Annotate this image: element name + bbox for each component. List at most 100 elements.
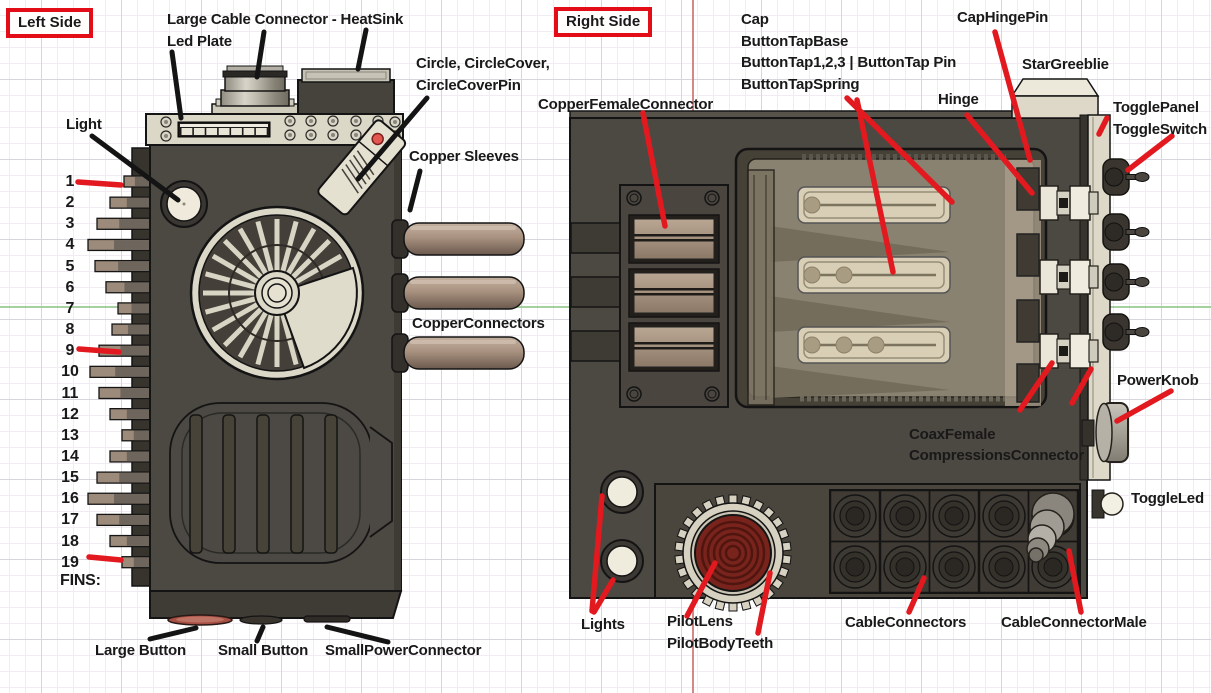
label-toggle-panel: TogglePanel [1113,99,1199,116]
red-leader-line [1125,133,1175,173]
label-copper-connectors: CopperConnectors [412,315,545,332]
label-cap: Cap [741,11,769,28]
label-large-cable-connector-heatsink: Large Cable Connector - HeatSink [167,11,404,28]
button-tap-pin [803,266,821,284]
right-side-tag: Right Side [554,7,653,37]
button-tap-pin [835,266,853,284]
red-leader-lines [75,29,1175,636]
label-coax-female: CoaxFemale [909,426,996,443]
toggle-led [1100,492,1124,516]
wheel-spoke [211,299,263,333]
fin-number-16: 16 [61,490,79,508]
red-leader-line [86,554,124,563]
coax-female-1 [1039,185,1059,221]
black-leader-line [147,625,199,642]
hinge-block [1016,299,1040,343]
button-taps [797,186,951,364]
black-leader-line [324,624,391,645]
label-large-button: Large Button [95,642,186,659]
wheel-spoke [211,253,263,287]
circle-cover-pin [371,132,384,146]
left-bottom-band [149,590,403,619]
led-segment [181,128,193,135]
label-light: Light [66,116,102,133]
wheel-spoke [279,309,299,366]
red-leader-line [591,577,616,615]
led-segment [193,128,205,135]
fin-inner [126,409,150,419]
fin-number-19: 19 [61,553,79,571]
black-leader-lines [89,27,430,645]
wheel-spoke [283,227,317,279]
bolt-center [164,134,168,138]
fin-number-10: 10 [61,363,79,381]
bolt-center [288,133,292,137]
toggle-lever [1134,327,1150,337]
label-toggle-led: ToggleLed [1131,490,1204,507]
fin-number-6: 6 [65,278,75,296]
fin-number-13: 13 [61,426,79,444]
label-circle-group: Circle, CircleCover, CircleCoverPin [416,53,550,97]
button-tap-pin [803,196,821,214]
copper-sleeve-3 [403,336,525,370]
label-button-tap-base: ButtonTapBase [741,32,849,50]
wheel-spoke [222,303,267,348]
label-small-button: Small Button [218,642,309,659]
red-leader-line [1096,115,1110,137]
grille [169,402,393,564]
black-leader-line [254,29,267,80]
hinge-block [1016,233,1040,277]
label-led-plate: Led Plate [167,33,232,50]
red-leader-line [76,346,122,355]
fin-inner [126,197,150,208]
fin-number-15: 15 [61,469,79,487]
fin-inner [127,324,150,335]
toggle-lever [1134,277,1150,287]
bolt-center [309,119,313,123]
led-segment [231,128,242,135]
body-pipe [570,222,622,254]
label-button-tap-spring: ButtonTapSpring [741,76,860,94]
wheel-spoke [291,253,343,287]
red-leader-line [640,110,668,229]
red-leader-line [75,179,124,188]
led-segment [255,128,267,135]
wheel-spoke [255,309,275,366]
fin-inner [119,515,150,525]
red-leader-line [906,575,927,615]
black-leader-line [254,624,266,644]
fin-number-9: 9 [65,342,75,360]
red-leader-line [992,29,1033,163]
led-segment [206,128,218,135]
label-fins-heading: FINS: [60,572,101,589]
body-pipe [570,330,622,362]
fin-inner [114,240,150,250]
wheel-spoke [204,295,261,315]
label-copper-sleeves: Copper Sleeves [409,148,519,165]
copper-sleeves [391,219,525,373]
copper-female-connector [570,184,729,408]
copper-sleeve-1 [403,222,525,256]
label-copper-female-connector: CopperFemaleConnector [538,96,713,113]
fin-inner [119,219,150,229]
fin-number-7: 7 [65,299,75,317]
fin-inner [133,430,150,441]
label-compressions-connector: CompressionsConnector [909,447,1084,464]
bolt-center [164,120,168,124]
left-side-tag: Left Side [6,8,94,38]
fin-number-14: 14 [61,447,79,465]
led-segment [243,128,255,135]
fin-inner [134,176,150,187]
label-pilot-body-teeth: PilotBodyTeeth [667,635,774,652]
red-leader-line [755,570,773,636]
grille-slat [189,414,203,554]
label-cap-group: Cap ButtonTapBase ButtonTap1,2,3 | Butto… [741,9,956,96]
button-tap-pin [803,336,821,354]
fin-inner [114,493,150,504]
fin-number-18: 18 [61,532,79,550]
black-leader-line [169,49,184,121]
star-greeblie [1011,95,1099,119]
toggle-switches [1102,158,1150,351]
fin-inner [118,261,150,271]
circle-wheel [189,205,365,381]
